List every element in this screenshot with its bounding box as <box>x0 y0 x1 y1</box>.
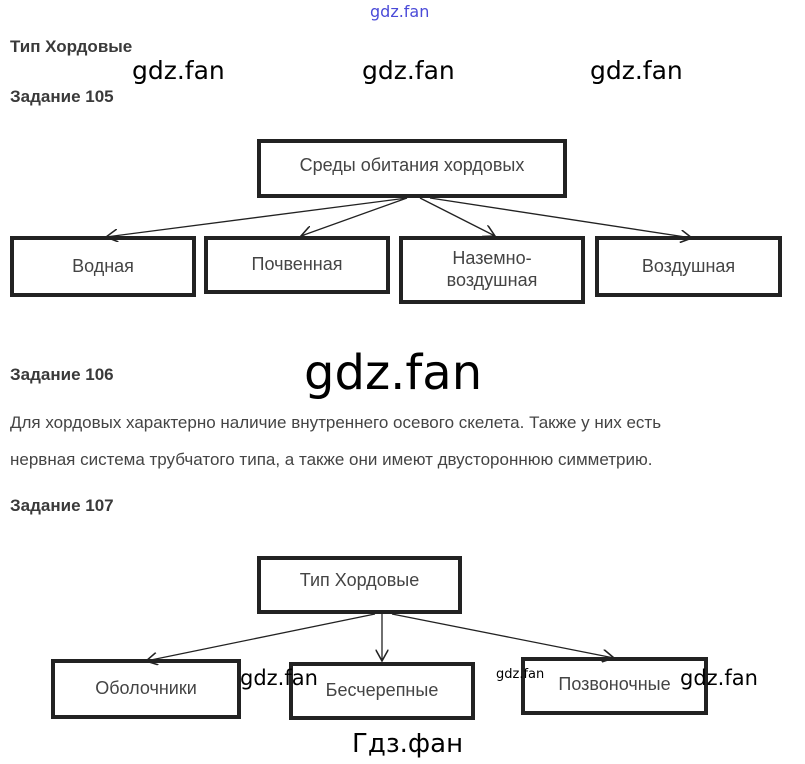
habitat-box-land-air: Наземно-воздушная <box>399 236 585 304</box>
section-title: Тип Хордовые <box>10 37 133 56</box>
watermark: gdz.fan <box>370 2 430 21</box>
subtype-box-acrania: Бесчерепные <box>289 662 475 720</box>
box-label: Оболочники <box>95 678 197 699</box>
watermark: Гдз.фан <box>352 729 464 759</box>
arrow-pozvonochnye <box>391 613 614 658</box>
answer-line: нервная система трубчатого типа, а также… <box>10 450 653 469</box>
subtype-box-tunicates: Оболочники <box>51 659 241 719</box>
habitat-box-soil: Почвенная <box>204 236 390 294</box>
arrow-nazemno <box>419 197 495 236</box>
arrow-obolochniki <box>146 613 376 661</box>
box-label: Почвенная <box>251 254 343 275</box>
watermark: gdz.fan <box>680 666 758 690</box>
box-label: Водная <box>72 255 134 276</box>
chordata-root-box: Тип Хордовые <box>257 556 462 614</box>
task-106-heading: Задание 106 <box>10 365 114 384</box>
box-label: Позвоночные <box>558 674 671 694</box>
subtype-box-vertebrates: Позвоночные <box>521 657 708 715</box>
answer-line: Для хордовых характерно наличие внутренн… <box>10 413 662 432</box>
arrow-vozdushnaya <box>429 197 692 238</box>
task-105-heading: Задание 105 <box>10 87 114 106</box>
habitat-box-air: Воздушная <box>595 236 782 297</box>
box-label: Бесчерепные <box>325 680 439 701</box>
task-107-heading: Задание 107 <box>10 496 114 515</box>
habitat-root-box: Среды обитания хордовых <box>257 139 567 198</box>
box-label: Среды обитания хордовых <box>299 155 525 175</box>
watermark: gdz.fan <box>362 56 455 85</box>
arrow-vodnaya <box>106 197 408 237</box>
watermark: gdz.fan <box>304 345 483 401</box>
box-label: Воздушная <box>641 255 736 276</box>
box-label: Наземно-воздушная <box>446 248 538 290</box>
watermark: gdz.fan <box>240 666 318 690</box>
habitat-box-aquatic: Водная <box>10 236 196 297</box>
arrow-pochvennaya <box>301 197 408 236</box>
watermark: gdz.fan <box>132 56 225 85</box>
watermark: gdz.fan <box>590 56 683 85</box>
box-label: Тип Хордовые <box>299 570 420 590</box>
watermark: gdz.fan <box>496 667 545 682</box>
